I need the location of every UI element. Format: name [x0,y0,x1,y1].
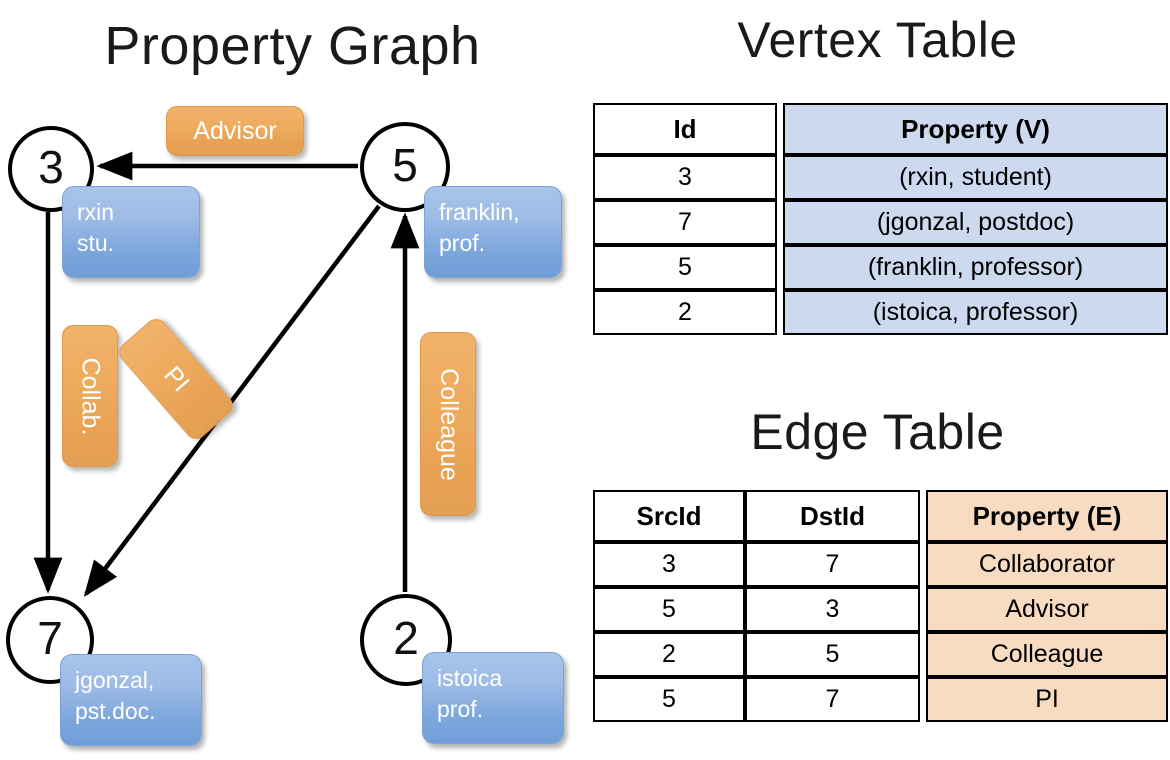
vertex-property-box-7-line2: pst.doc. [75,698,156,724]
edge-table-header-dstid: DstId [745,490,920,542]
table-row[interactable]: 5 3 Advisor [593,587,1168,632]
column-gap [920,542,926,587]
table-row[interactable]: 5 7 PI [593,677,1168,722]
edge-cell-srcid: 3 [593,542,745,587]
vertex-property-box-3-line2: stu. [77,230,115,256]
column-gap [777,155,783,200]
vertex-cell-property: (istoica, professor) [783,290,1168,335]
table-row[interactable]: 3 7 Collaborator [593,542,1168,587]
page-title-vertex-table: Vertex Table [737,12,1018,68]
column-gap [920,490,926,542]
vertex-node-7-id: 7 [37,612,63,664]
vertex-property-box-5[interactable]: franklin, prof. [424,186,562,278]
column-gap [920,677,926,722]
edge-label-colleague-text: Colleague [434,367,463,481]
edge-cell-dstid: 3 [745,587,920,632]
vertex-node-2-id: 2 [393,612,419,664]
vertex-property-box-3-line1: rxin [77,199,115,225]
column-gap [777,103,783,155]
vertex-node-5-id: 5 [392,139,418,191]
vertex-property-box-5-line2: prof. [439,230,486,256]
edge-arrow-5-to-7 [83,204,381,597]
edge-table: SrcId DstId Property (E) 3 7 Collaborato… [593,490,1168,722]
vertex-cell-property: (jgonzal, postdoc) [783,200,1168,245]
column-gap [920,587,926,632]
edge-cell-srcid: 5 [593,677,745,722]
table-row[interactable]: 3 (rxin, student) [593,155,1168,200]
edge-cell-dstid: 7 [745,677,920,722]
vertex-cell-id: 3 [593,155,777,200]
vertex-node-2[interactable]: 2 [360,594,452,686]
vertex-property-box-2-line2: prof. [437,696,484,722]
table-row[interactable]: 2 5 Colleague [593,632,1168,677]
edge-label-colleague[interactable]: Colleague [420,332,476,516]
graph-edges-layer [33,151,420,597]
edge-cell-srcid: 5 [593,587,745,632]
table-row[interactable]: 5 (franklin, professor) [593,245,1168,290]
vertex-table: Id Property (V) 3 (rxin, student) 7 (jgo… [593,103,1168,335]
vertex-node-3-id: 3 [38,141,64,193]
vertex-property-box-2[interactable]: istoica prof. [422,652,564,744]
edge-cell-property: Advisor [926,587,1168,632]
edge-label-advisor[interactable]: Advisor [166,106,304,156]
vertex-cell-id: 7 [593,200,777,245]
edge-cell-property: PI [926,677,1168,722]
column-gap [920,632,926,677]
vertex-property-box-7[interactable]: jgonzal, pst.doc. [60,654,202,746]
column-gap [777,290,783,335]
vertex-cell-id: 2 [593,290,777,335]
page-title-property-graph: Property Graph [104,16,481,76]
edge-cell-dstid: 5 [745,632,920,677]
vertex-table-header-id: Id [593,103,777,155]
page-title-edge-table: Edge Table [750,404,1005,460]
vertex-property-box-7-line1: jgonzal, [75,667,155,693]
edge-table-header-row: SrcId DstId Property (E) [593,490,1168,542]
edge-table-header-srcid: SrcId [593,490,745,542]
vertex-cell-property: (rxin, student) [783,155,1168,200]
column-gap [777,245,783,290]
vertex-property-box-3[interactable]: rxin stu. [62,186,200,278]
vertex-table-header-property: Property (V) [783,103,1168,155]
edge-cell-property: Colleague [926,632,1168,677]
vertex-cell-property: (franklin, professor) [783,245,1168,290]
vertex-node-5[interactable]: 5 [360,122,450,212]
edge-label-collab[interactable]: Collab. [62,325,118,467]
table-row[interactable]: 2 (istoica, professor) [593,290,1168,335]
edge-label-pi-text: PI [158,360,195,397]
edge-label-collab-text: Collab. [76,357,105,435]
table-row[interactable]: 7 (jgonzal, postdoc) [593,200,1168,245]
property-graph-panel: Property Graph Advisor Collab. PI Collea… [6,16,564,746]
edge-table-header-property: Property (E) [926,490,1168,542]
vertex-property-box-5-line1: franklin, [439,199,520,225]
edge-cell-property: Collaborator [926,542,1168,587]
edge-cell-dstid: 7 [745,542,920,587]
vertex-property-box-2-line1: istoica [437,665,503,691]
vertex-cell-id: 5 [593,245,777,290]
edge-label-advisor-text: Advisor [193,116,277,145]
vertex-table-header-row: Id Property (V) [593,103,1168,155]
edge-cell-srcid: 2 [593,632,745,677]
column-gap [777,200,783,245]
